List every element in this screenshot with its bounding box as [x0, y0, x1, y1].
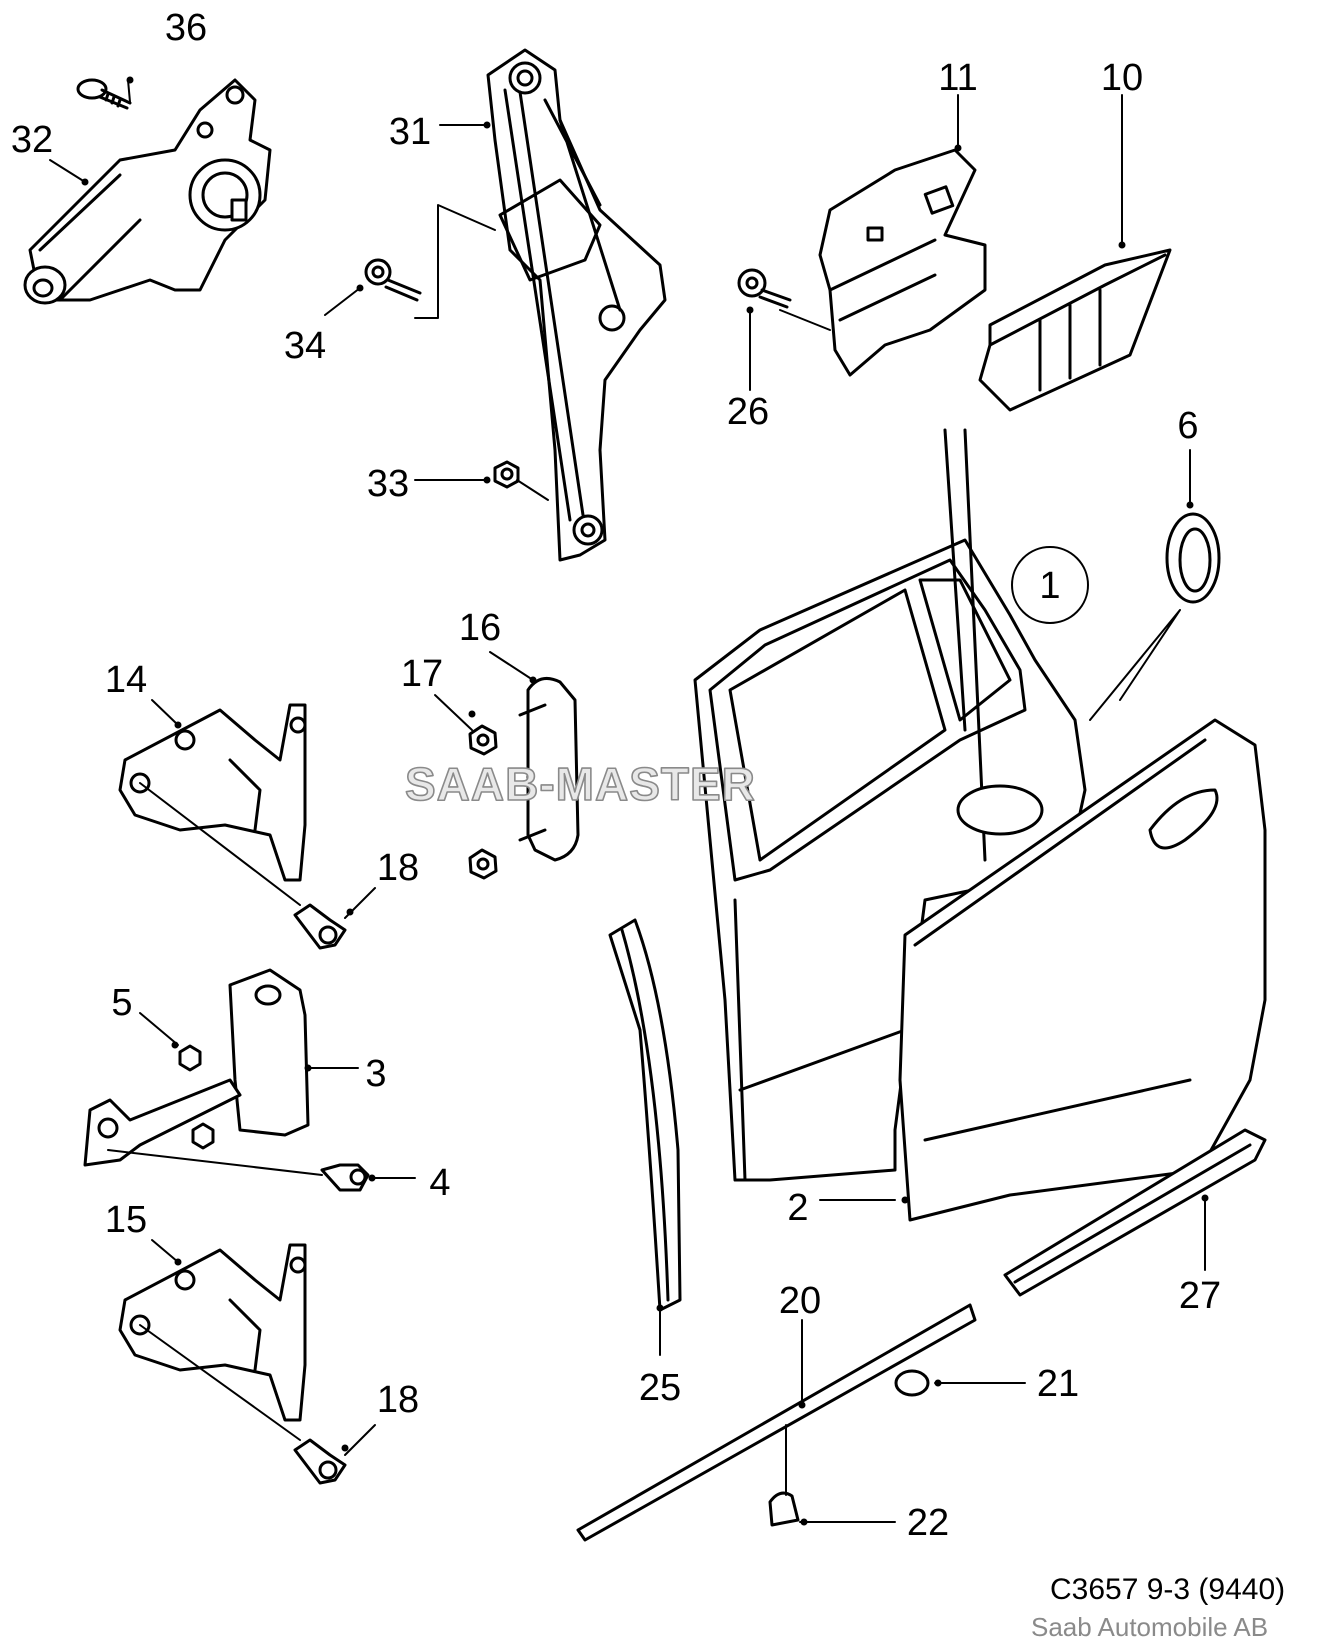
watermark: SAAB-MASTER: [405, 758, 756, 810]
callout-20: 20: [779, 1280, 821, 1322]
callout-36: 36: [165, 7, 207, 49]
diagram-code: C3657 9-3 (9440): [1050, 1573, 1286, 1606]
nut-17-part: [468, 724, 498, 880]
check-strap-3-part: [83, 968, 310, 1167]
plate-16-part: [518, 676, 580, 862]
door-shell-part: [693, 428, 1087, 1182]
screw-26-part: [737, 268, 792, 309]
callout-33: 33: [367, 463, 409, 505]
grommet-6-part: [1165, 512, 1221, 604]
callout-18-upper: 18: [377, 847, 419, 889]
callout-26: 26: [727, 391, 769, 433]
callout-18-lower: 18: [377, 1379, 419, 1421]
callout-10: 10: [1101, 57, 1143, 99]
window-regulator-part: [486, 48, 667, 562]
manufacturer-credit: Saab Automobile AB: [1031, 1612, 1269, 1642]
leader-dots: [81, 76, 1209, 1526]
hinge-14-part: [118, 703, 307, 882]
clip-22-part: [768, 1491, 800, 1527]
sill-strip-20-part: [576, 1303, 977, 1542]
callout-34: 34: [284, 325, 326, 367]
door-skin-part: [898, 718, 1267, 1222]
callout-5: 5: [111, 982, 132, 1024]
nut-5-part: [178, 1044, 215, 1150]
callout-2: 2: [787, 1187, 808, 1229]
screw-36-part: [76, 78, 132, 110]
callout-27: 27: [1179, 1275, 1221, 1317]
seal-strip-25-part: [608, 918, 682, 1312]
bolt-4-part: [320, 1163, 370, 1192]
callout-11: 11: [938, 57, 977, 99]
callout-14: 14: [105, 659, 147, 701]
window-motor-part: [23, 78, 272, 305]
callout-1-ring: [1011, 546, 1089, 624]
callout-21: 21: [1037, 1363, 1079, 1405]
bolt-18a-part: [293, 903, 347, 950]
callout-6: 6: [1177, 405, 1198, 447]
callout-25: 25: [639, 1367, 681, 1409]
callout-31: 31: [389, 111, 431, 153]
callout-1: 1: [1039, 565, 1060, 607]
bracket-11-part: [818, 148, 987, 377]
callout-3: 3: [365, 1053, 386, 1095]
callout-17: 17: [401, 653, 443, 695]
callout-22: 22: [907, 1502, 949, 1544]
screw-34-part: [364, 258, 422, 302]
cover-10-part: [978, 248, 1172, 412]
nut-33-part: [493, 460, 520, 489]
bolt-18b-part: [293, 1438, 347, 1485]
callout-32: 32: [11, 119, 53, 161]
molding-27-part: [1003, 1128, 1267, 1297]
leader-lines: [49, 79, 1206, 1523]
hinge-15-part: [118, 1243, 307, 1422]
clip-21-part: [894, 1369, 930, 1397]
callout-16: 16: [459, 607, 501, 649]
callout-4: 4: [429, 1162, 450, 1204]
callout-15: 15: [105, 1199, 147, 1241]
